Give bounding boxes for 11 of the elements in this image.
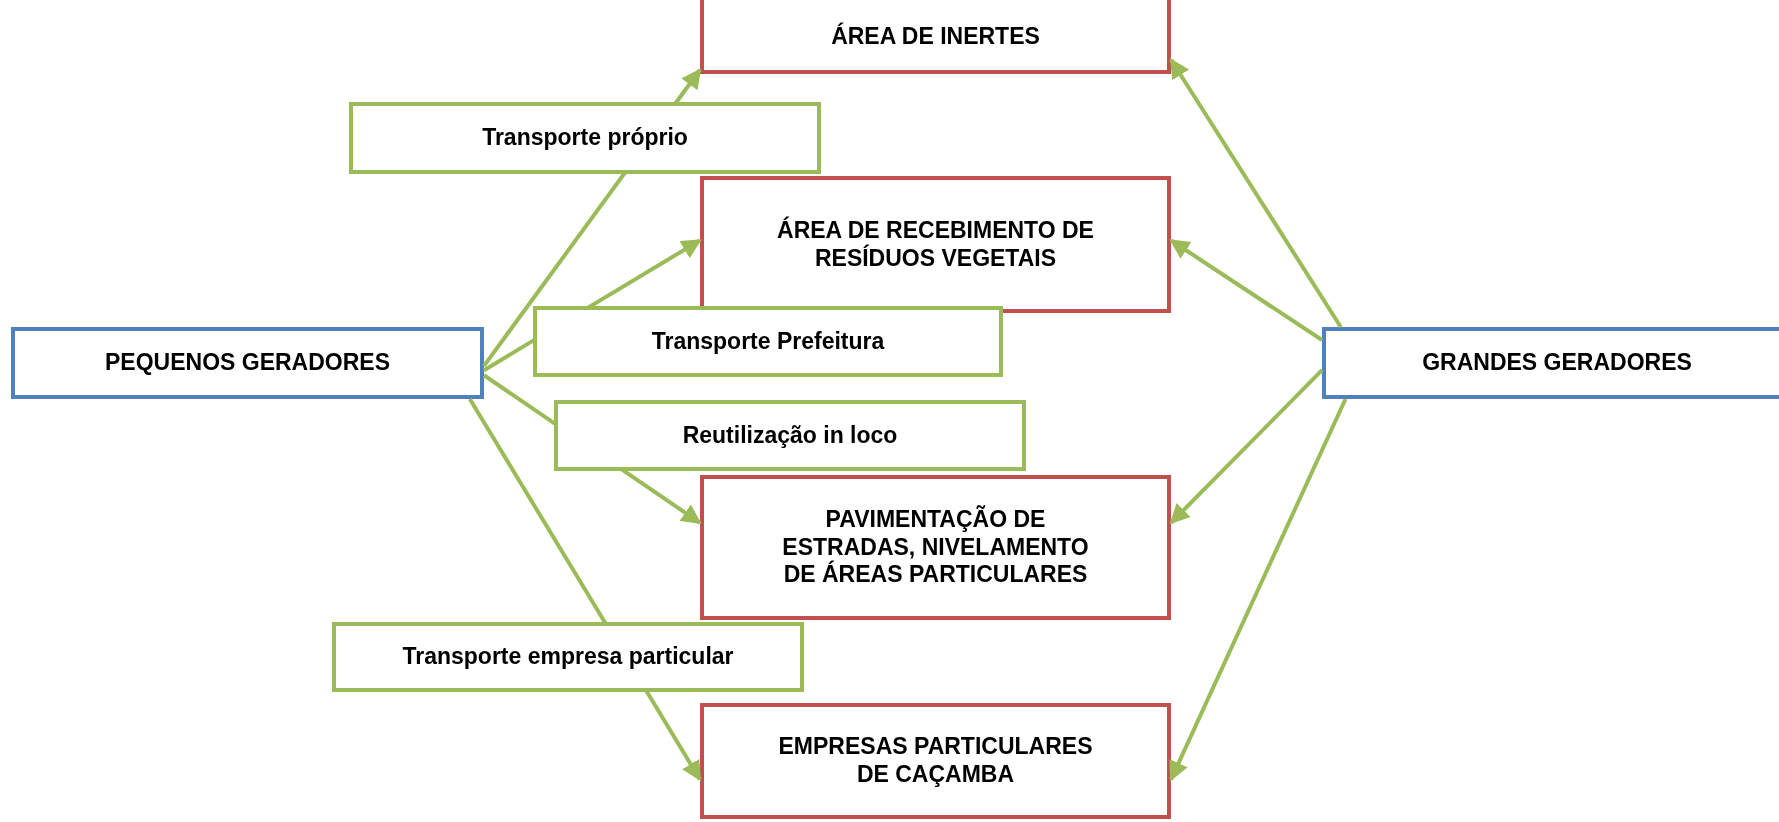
arrow <box>1169 58 1343 329</box>
destination-box: PAVIMENTAÇÃO DE ESTRADAS, NIVELAMENTO DE ÁREAS PARTICULARES <box>700 475 1171 620</box>
edge-label: Transporte empresa particular <box>401 643 735 671</box>
destination-box: ÁREA DE INERTES <box>700 0 1171 74</box>
edge-label: Reutilização in loco <box>681 421 899 450</box>
source-box: PEQUENOS GERADORES <box>11 327 484 399</box>
edge-label: Transporte próprio <box>481 124 689 152</box>
destination-box: EMPRESAS PARTICULARES DE CAÇAMBA <box>700 703 1171 819</box>
edge-label: Transporte Prefeitura <box>650 327 886 356</box>
destination-box: ÁREA DE RECEBIMENTO DE RESÍDUOS VEGETAIS <box>700 176 1171 313</box>
source-box: GRANDES GERADORES <box>1322 327 1779 399</box>
